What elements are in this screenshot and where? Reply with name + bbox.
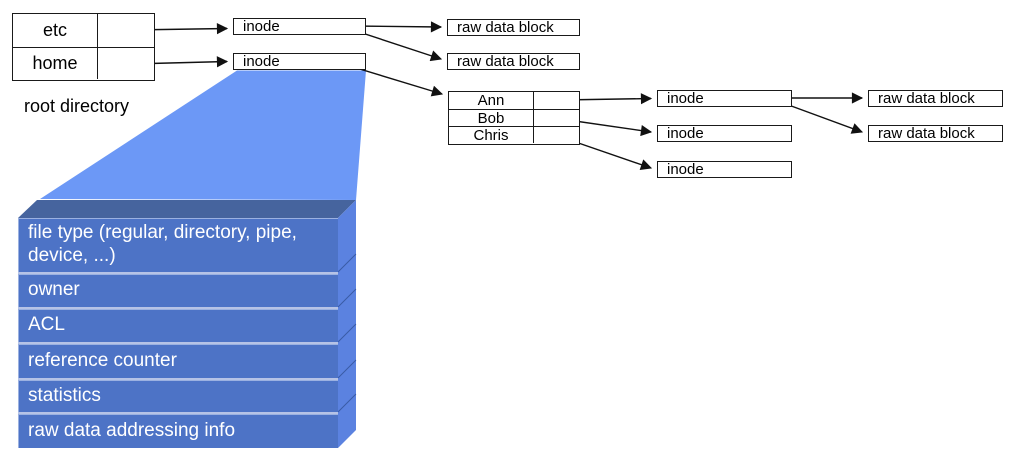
raw-data-block-label: raw data block	[878, 89, 975, 107]
inode-field-row: file type (regular, directory, pipe, dev…	[18, 218, 338, 272]
inode-field-row: statistics	[18, 378, 338, 412]
raw-data-block-box: raw data block	[868, 90, 1003, 107]
arrow-inode-to-rawblock	[350, 21, 443, 33]
dir-entry-pointer-cell	[98, 14, 154, 47]
raw-data-block-box: raw data block	[447, 19, 580, 36]
raw-data-block-box: raw data block	[868, 125, 1003, 142]
inode-label: inode	[243, 17, 280, 35]
inode-field-row: owner	[18, 272, 338, 307]
inode-box: inode	[233, 18, 366, 35]
inode-field-row: raw data addressing info	[18, 412, 338, 448]
raw-data-block-label: raw data block	[878, 124, 975, 142]
dir-entry-name: home	[13, 48, 98, 79]
stack-top-bevel	[18, 200, 356, 218]
root-directory-caption: root directory	[24, 96, 130, 116]
dir-entry-name: Ann	[449, 92, 534, 109]
inode-field-row: ACL	[18, 307, 338, 342]
inode-field-row: reference counter	[18, 342, 338, 378]
inode-box: inode	[233, 53, 366, 70]
table-row: etc	[13, 14, 154, 47]
dir-entry-name: Chris	[449, 127, 534, 144]
inode-label: inode	[667, 89, 704, 107]
magnify-beam	[40, 70, 366, 200]
raw-data-block-box: raw data block	[447, 53, 580, 70]
inode-label: inode	[667, 124, 704, 142]
root-directory-table: etc home	[12, 13, 155, 81]
stack-bevel-notches	[337, 253, 357, 413]
dir-entry-name: Bob	[449, 110, 534, 127]
dir-entry-pointer-cell	[98, 48, 154, 79]
dir-entry-pointer-cell	[534, 110, 579, 126]
inode-box: inode	[657, 90, 792, 107]
raw-data-block-label: raw data block	[457, 18, 554, 36]
dir-entry-name: etc	[13, 14, 98, 47]
table-row: home	[13, 47, 154, 79]
table-row: Chris	[449, 126, 579, 144]
inode-box: inode	[657, 125, 792, 142]
dir-entry-pointer-cell	[534, 92, 579, 109]
inode-detail-stack: file type (regular, directory, pipe, dev…	[18, 218, 338, 448]
inode-box: inode	[657, 161, 792, 178]
inode-label: inode	[243, 52, 280, 70]
table-row: Bob	[449, 109, 579, 127]
home-directory-table: Ann Bob Chris	[448, 91, 580, 145]
dir-entry-pointer-cell	[534, 127, 579, 143]
raw-data-block-label: raw data block	[457, 52, 554, 70]
inode-label: inode	[667, 160, 704, 178]
stack-right-bevel	[338, 200, 356, 448]
table-row: Ann	[449, 92, 579, 109]
